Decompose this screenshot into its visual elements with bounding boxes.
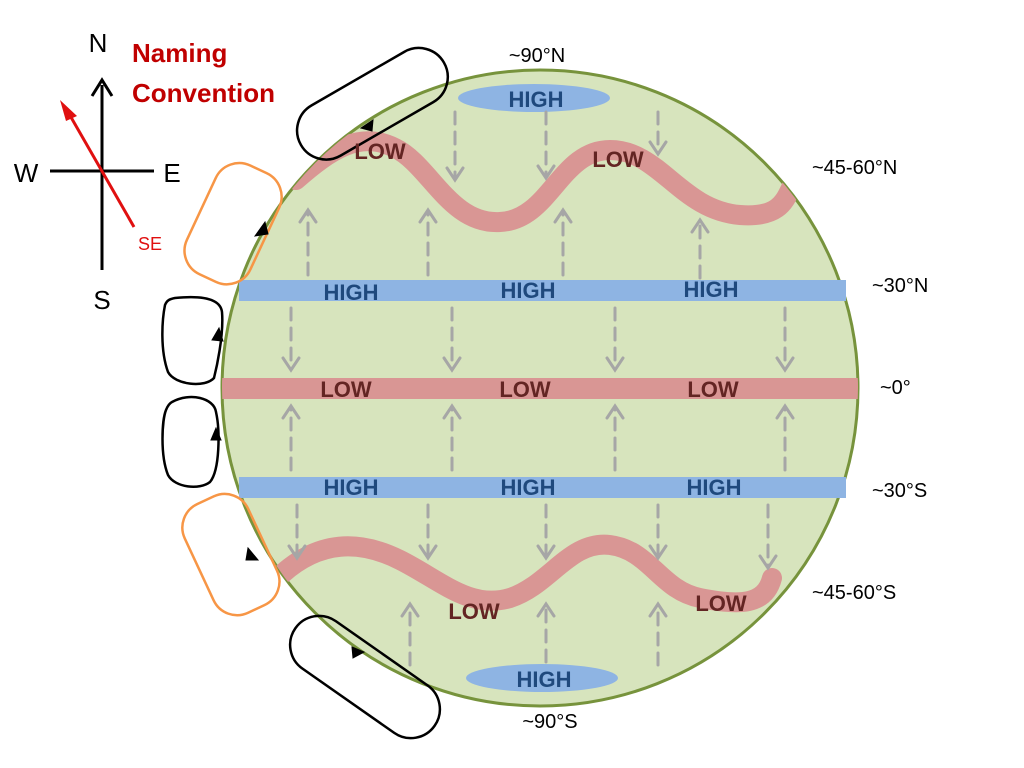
upward-arrowhead <box>298 207 318 224</box>
upward-arrowhead <box>605 403 625 420</box>
naming-convention-title-line1: Naming <box>132 38 227 68</box>
downward-arrowhead <box>605 356 625 373</box>
vertical-air-motion-arrows <box>281 110 795 667</box>
south-subtropical-high-band <box>239 477 846 498</box>
north-subtropical-high-label: HIGH <box>324 280 379 305</box>
south-front-low-label: LOW <box>695 591 747 616</box>
south-polar-cell-loop <box>288 614 442 740</box>
south-hadley-cell-arrow <box>210 426 222 441</box>
latitude-label-45-60n: ~45-60°N <box>812 157 897 179</box>
upward-arrowhead <box>553 207 573 224</box>
downward-arrowhead <box>287 544 307 561</box>
north-front-low-label: LOW <box>354 139 406 164</box>
downward-arrowhead <box>536 544 556 561</box>
downward-arrowhead <box>445 166 465 183</box>
pressure-labels: HIGH LOW LOW HIGH HIGH HIGH LOW LOW LOW … <box>320 87 747 692</box>
north-ferrel-cell-loop <box>183 161 283 286</box>
latitude-label-0: ~0° <box>880 377 911 399</box>
equatorial-low-label: LOW <box>687 377 739 402</box>
north-pole-high-label: HIGH <box>509 87 564 112</box>
south-hadley-cell-loop <box>161 395 220 488</box>
downward-arrowhead <box>442 356 462 373</box>
south-subtropical-high-label: HIGH <box>324 475 379 500</box>
north-subtropical-high-band <box>239 280 846 301</box>
upward-arrowhead <box>400 601 420 618</box>
south-ferrel-cell-loop <box>181 492 281 617</box>
south-pole-high-label: HIGH <box>517 667 572 692</box>
downward-arrowhead <box>648 544 668 561</box>
compass-north-label: N <box>89 28 108 58</box>
compass-north-arrowhead <box>90 77 114 97</box>
upward-arrowhead <box>281 403 301 420</box>
south-front-low-label: LOW <box>448 599 500 624</box>
downward-arrowhead <box>418 544 438 561</box>
upward-arrowhead <box>690 217 710 234</box>
latitude-labels: ~90°N ~45-60°N ~30°N ~0° ~30°S ~45-60°S … <box>509 45 929 733</box>
compass-rose: N S W E SE <box>14 28 181 315</box>
north-subtropical-high-label: HIGH <box>501 278 556 303</box>
south-subtropical-high-label: HIGH <box>501 475 556 500</box>
downward-arrowhead <box>536 164 556 181</box>
se-wind-example-line <box>66 111 136 228</box>
downward-arrowhead <box>281 356 301 373</box>
se-wind-example-arrowhead <box>60 100 77 121</box>
north-polar-front-band <box>286 131 802 233</box>
downward-arrowhead <box>775 356 795 373</box>
compass-west-label: W <box>14 158 39 188</box>
south-polar-front-band <box>272 534 782 613</box>
compass-east-label: E <box>163 158 180 188</box>
naming-convention-title-line2: Convention <box>132 78 275 108</box>
upward-arrowhead <box>442 403 462 420</box>
pressure-bands <box>222 131 858 613</box>
north-ferrel-cell-arrow <box>253 220 269 237</box>
latitude-label-45-60s: ~45-60°S <box>812 582 896 604</box>
north-hadley-cell-arrow <box>211 326 224 342</box>
circulation-cells <box>161 46 450 740</box>
north-polar-cell-arrow <box>359 119 374 132</box>
upward-arrowhead <box>648 601 668 618</box>
downward-arrowhead <box>758 554 778 571</box>
south-polar-high <box>466 664 618 692</box>
north-polar-high <box>458 84 610 112</box>
south-ferrel-cell-arrow <box>245 546 260 561</box>
south-subtropical-high-label: HIGH <box>687 475 742 500</box>
latitude-label-90s: ~90°S <box>522 711 577 733</box>
north-hadley-cell-loop <box>161 295 224 386</box>
north-subtropical-high-label: HIGH <box>684 277 739 302</box>
equatorial-low-label: LOW <box>320 377 372 402</box>
compass-south-label: S <box>93 285 110 315</box>
north-front-low-label: LOW <box>592 147 644 172</box>
upward-arrowhead <box>775 403 795 420</box>
upward-arrowhead <box>418 207 438 224</box>
latitude-label-30s: ~30°S <box>872 480 927 502</box>
latitude-label-30n: ~30°N <box>872 275 928 297</box>
upward-arrowhead <box>536 601 556 618</box>
latitude-label-90n: ~90°N <box>509 45 565 67</box>
equatorial-low-band <box>222 378 858 399</box>
equatorial-low-label: LOW <box>499 377 551 402</box>
downward-arrowhead <box>648 140 668 157</box>
se-wind-example-label: SE <box>138 234 162 254</box>
south-polar-cell-arrow <box>351 646 366 659</box>
north-polar-cell-loop <box>295 46 450 161</box>
